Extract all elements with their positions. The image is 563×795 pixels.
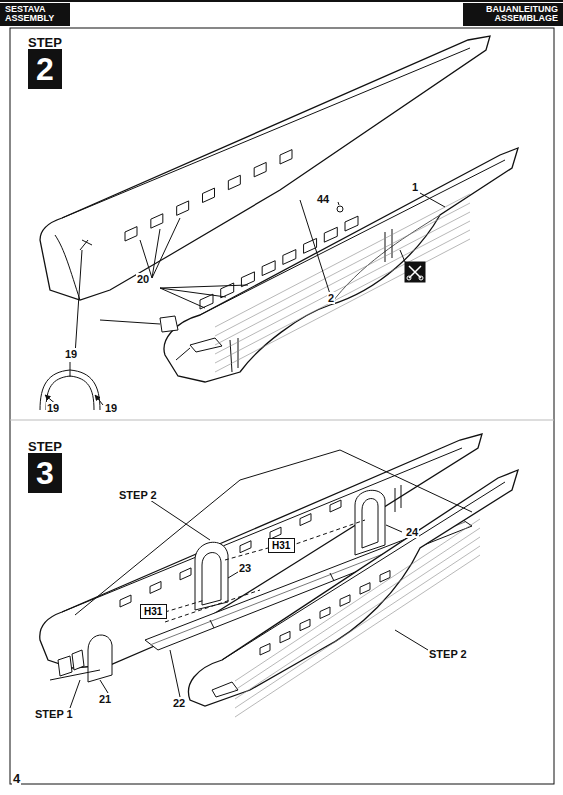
callout-number: 44 (316, 193, 330, 205)
callout-number: 22 (172, 697, 186, 709)
part-code-box: H31 (268, 538, 295, 553)
part-code: H31 (268, 538, 295, 553)
step-number: 2 (28, 49, 62, 89)
callout-number: 23 (238, 562, 252, 574)
step-reference: STEP 1 (34, 708, 74, 720)
header-band: SESTAVA ASSEMBLY (0, 3, 70, 26)
callout-number: 19 (104, 402, 118, 414)
header-band: BAUANLEITUNG ASSEMBLAGE (463, 3, 563, 26)
step-heading: STEP (28, 36, 62, 49)
callout-number: 21 (98, 693, 112, 705)
callout-number: 2 (327, 292, 335, 304)
step-reference: STEP 2 (118, 489, 158, 501)
part-code: H31 (140, 604, 167, 619)
callout-number: 19 (46, 402, 60, 414)
header-text: SESTAVA ASSEMBLY (0, 3, 70, 26)
callout-number: 24 (405, 526, 419, 538)
step-number: 3 (28, 453, 62, 493)
callout-number: 4 (12, 772, 21, 786)
callout-number: 19 (64, 348, 78, 360)
part-code-box: H31 (140, 604, 167, 619)
callout-number: 20 (136, 273, 150, 285)
step-reference: STEP 2 (428, 648, 468, 660)
step-heading: STEP (28, 440, 62, 453)
step-badge: STEP3 (28, 440, 62, 493)
step-badge: STEP2 (28, 36, 62, 89)
callout-number: 1 (411, 181, 419, 193)
header-text: BAUANLEITUNG ASSEMBLAGE (463, 3, 563, 26)
